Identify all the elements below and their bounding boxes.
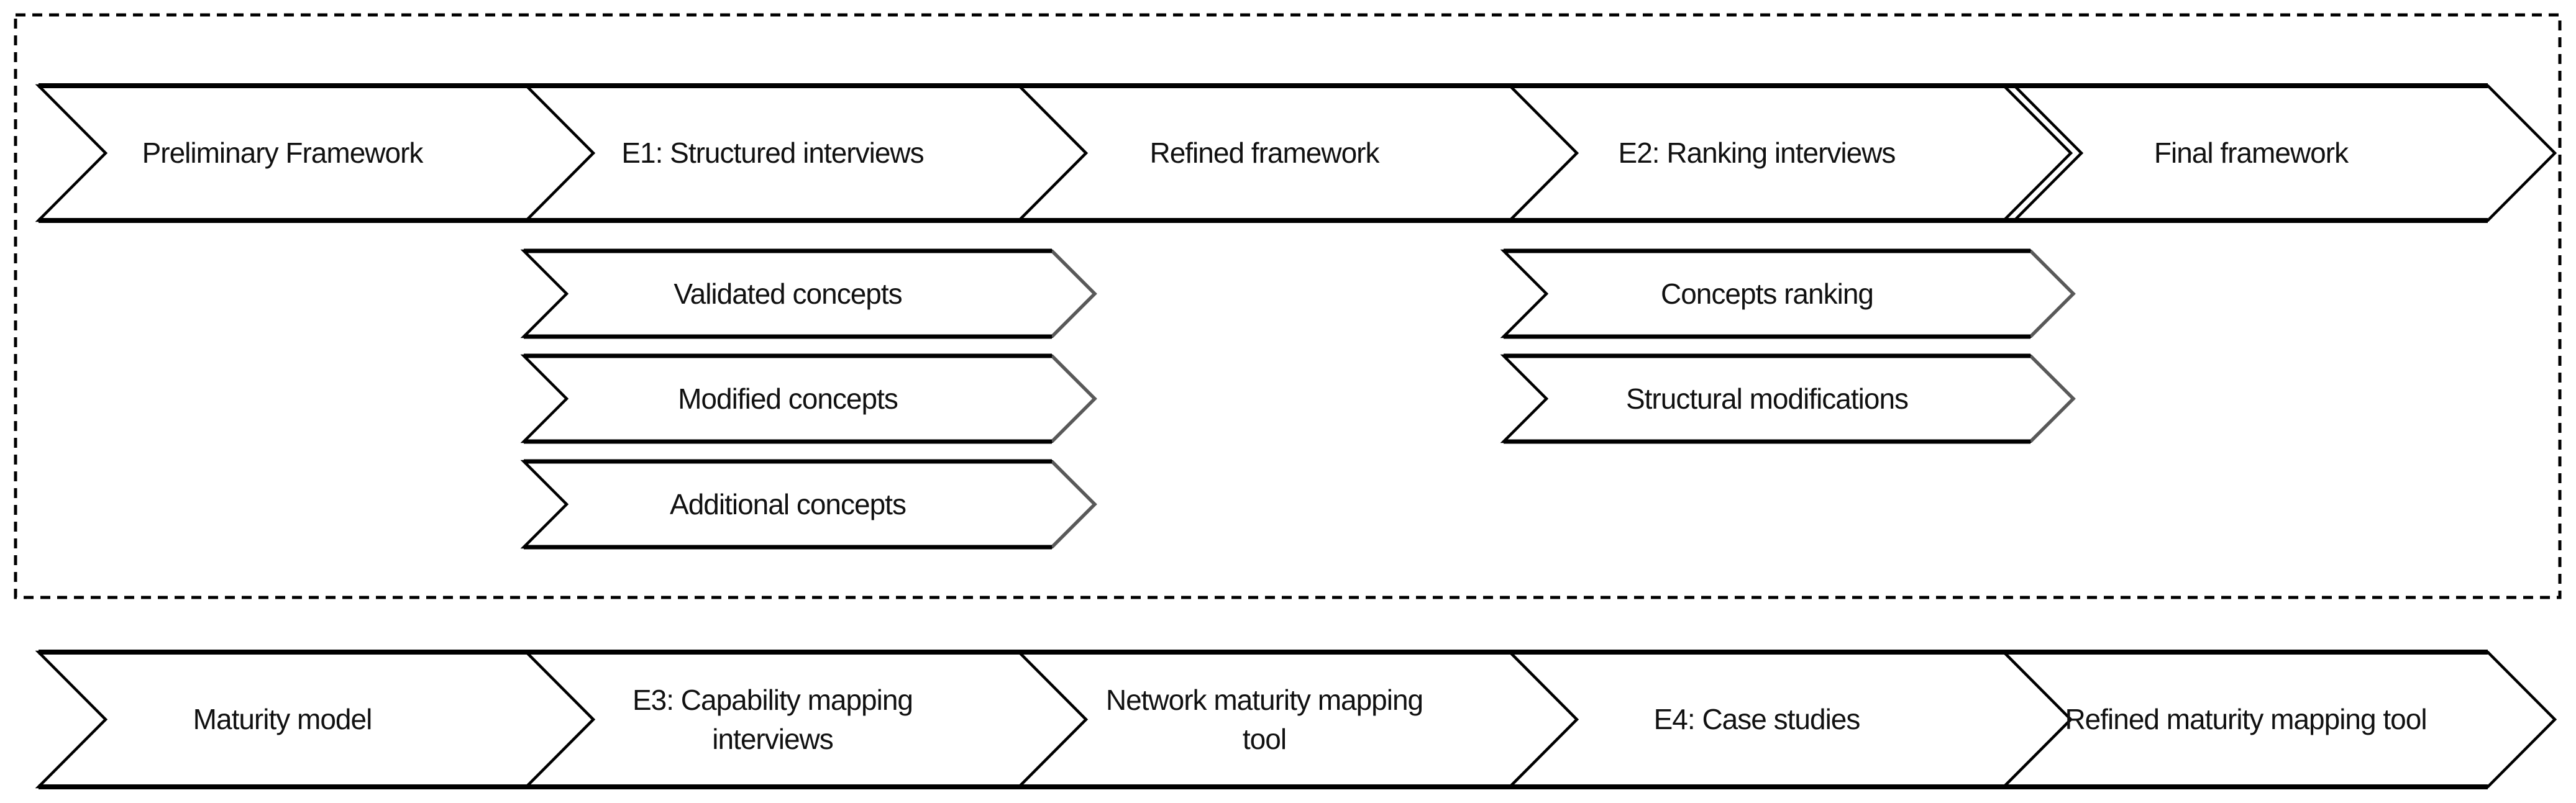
chevron-shape-e2-ranking-interviews xyxy=(1506,84,2073,222)
chevron-shape-additional-concepts xyxy=(520,460,1097,549)
chevron-shape-e1-structured-interviews xyxy=(523,84,1089,222)
top-process-band xyxy=(35,83,2557,223)
validated-concepts-arrow-tip xyxy=(1051,250,1097,338)
chevron-shape-e3-capability-mapping-interviews xyxy=(523,650,1089,789)
additional-concepts-arrow-tip xyxy=(1051,460,1097,548)
chevron-shape-preliminary-framework xyxy=(35,84,596,222)
chevron-shape-modified-concepts xyxy=(520,354,1097,443)
chevron-shape-e4-case-studies xyxy=(1506,650,2073,789)
chevron-shape-final-framework xyxy=(2011,84,2557,222)
chevron-shape-refined-framework xyxy=(1015,84,1579,222)
chevron-shape-structural-modifications xyxy=(1500,354,2076,443)
chevron-shape-maturity-model xyxy=(35,650,596,789)
modified-concepts-arrow-tip xyxy=(1051,355,1097,443)
chevron-shape-refined-maturity-mapping-tool xyxy=(2000,650,2557,789)
dashed-boundary-box xyxy=(14,13,2562,599)
chevron-shape-network-maturity-mapping-tool xyxy=(1015,650,1579,789)
chevron-shape-validated-concepts xyxy=(520,249,1097,338)
chevron-shape-concepts-ranking xyxy=(1500,249,2076,338)
e1-output-chevrons xyxy=(520,248,1097,550)
structural-modifications-arrow-tip xyxy=(2029,355,2076,443)
concepts-ranking-arrow-tip xyxy=(2029,250,2076,338)
e2-output-chevrons xyxy=(1500,248,2076,444)
bottom-process-band xyxy=(35,650,2557,789)
